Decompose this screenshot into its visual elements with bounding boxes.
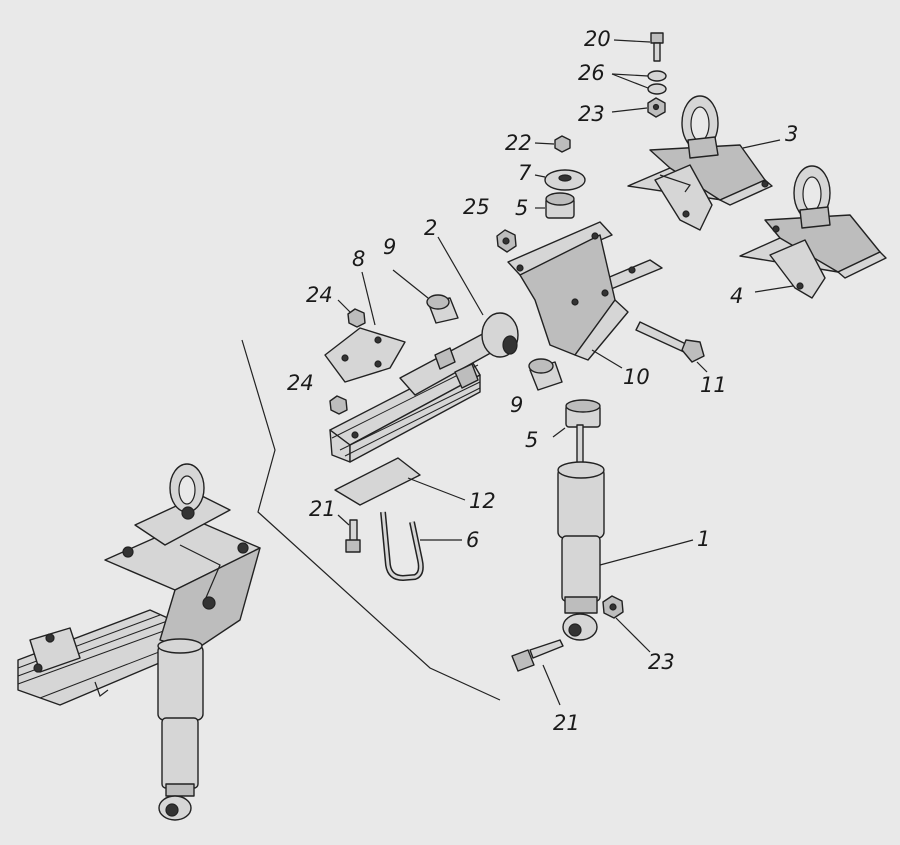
callout-20: 20	[584, 27, 611, 51]
part-8-plate	[324, 271, 406, 383]
callout-12: 12	[469, 489, 496, 513]
part-26-washers	[611, 70, 667, 95]
callout-6: 6	[466, 528, 480, 552]
callout-24-bottom: 24	[287, 371, 314, 395]
callout-26: 26	[578, 61, 605, 85]
part-2-spring	[329, 236, 519, 463]
part-24-nut-top	[337, 299, 366, 328]
part-20-bolt	[613, 32, 664, 62]
part-21-bolt-mid	[337, 514, 361, 553]
part-11-bolt	[635, 321, 708, 373]
part-4-bracket	[739, 165, 887, 299]
part-7-washer	[534, 169, 586, 191]
part-5-bushing-mid	[552, 399, 601, 438]
callout-4: 4	[730, 284, 744, 308]
callout-1: 1	[697, 527, 711, 551]
callout-5-mid: 5	[525, 428, 539, 452]
callout-7: 7	[518, 161, 532, 185]
callout-21-bottom: 21	[553, 711, 580, 735]
part-23-nut-bottom	[602, 595, 651, 653]
callout-9-top: 9	[383, 235, 397, 259]
part-24-nut-bottom	[329, 395, 348, 415]
part-21-bolt-bottom	[511, 639, 564, 706]
part-6-u-bolt	[380, 511, 462, 582]
callout-21-mid: 21	[309, 497, 336, 521]
separator-line	[241, 339, 501, 701]
part-10-bracket	[507, 221, 663, 369]
part-22-nut	[534, 135, 571, 153]
part-5-bushing-top	[535, 192, 575, 219]
callout-5-top: 5	[515, 196, 529, 220]
callout-23-bottom: 23	[648, 650, 675, 674]
callout-9-bottom: 9	[510, 393, 524, 417]
part-9-bushing-bottom	[528, 358, 563, 391]
callout-3: 3	[785, 122, 799, 146]
part-3-bracket	[627, 95, 781, 231]
callout-8: 8	[352, 247, 366, 271]
callout-23-top: 23	[578, 102, 605, 126]
part-9-bushing-top	[392, 269, 459, 324]
callout-2: 2	[424, 216, 438, 240]
part-12-plate	[334, 457, 466, 506]
assembled-suspension	[17, 463, 261, 821]
part-25-nut	[496, 229, 517, 253]
callout-25: 25	[463, 195, 490, 219]
callout-10: 10	[623, 365, 650, 389]
part-1-shock-absorber	[557, 424, 694, 641]
part-23-nut-top	[611, 97, 666, 118]
callout-24-top: 24	[306, 283, 333, 307]
callout-22: 22	[505, 131, 532, 155]
callout-11: 11	[700, 373, 727, 397]
